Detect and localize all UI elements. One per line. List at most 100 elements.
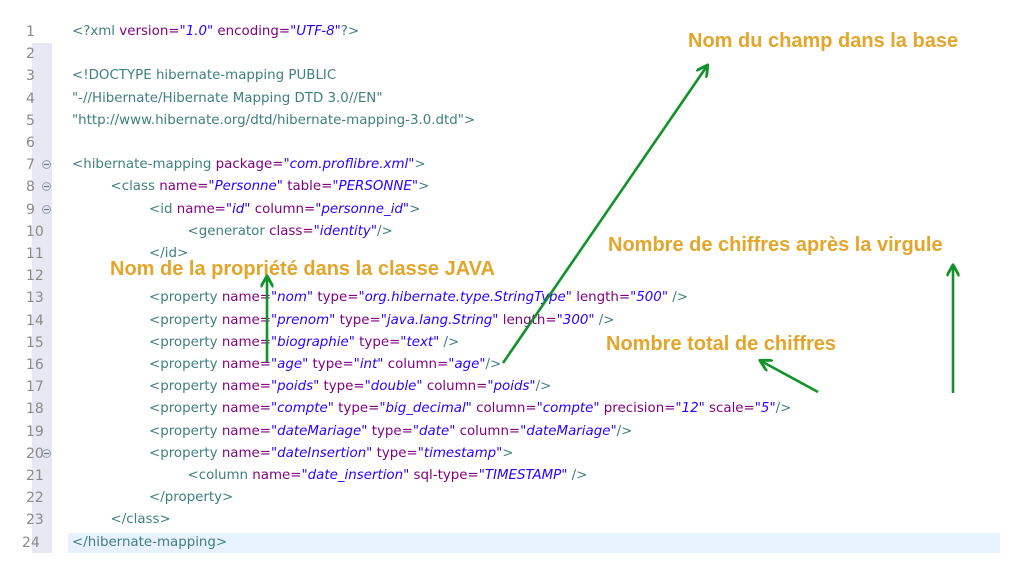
xml-tag: <property [149,401,222,417]
code-text: </property> [149,488,233,508]
code-line[interactable]: 4 "-//Hibernate/Hibernate Mapping DTD 3.0… [0,89,1000,109]
code-text: <hibernate-mapping package="com.proflibr… [72,155,426,175]
code-text: </id> [149,244,188,264]
attribute-name: name= [221,379,272,395]
attribute-value: "id" [225,201,251,217]
code-line[interactable]: 24 </hibernate-mapping> [22,532,1000,553]
code-line[interactable]: 6 [0,133,1000,153]
code-text: <property name="nom" type="org.hibernate… [149,288,688,308]
attribute-name: column= [471,401,537,417]
code-line[interactable]: 1<?xml version="1.0" encoding="UTF-8"?> [0,22,1000,42]
code-line[interactable]: 5"http://www.hibernate.org/dtd/hibernate… [0,111,1000,131]
code-line[interactable]: 11 </id> [0,244,1000,264]
attribute-name: type= [319,379,365,395]
line-number: 4 [26,90,35,107]
line-number: 19 [26,423,44,440]
code-text: <property name="poids" type="double" col… [149,377,551,397]
attribute-value: "5" [754,401,776,417]
attribute-name: name= [159,179,209,195]
line-number: 20 [26,445,44,462]
line-number: 8 [26,179,35,196]
attribute-name: name= [221,445,272,461]
xml-tag: <generator [187,223,270,239]
attribute-value: "Personne" [208,179,283,195]
code-line[interactable]: 21 <column name="date_insertion" sql-type… [0,466,1000,486]
xml-tag: <hibernate-mapping [72,157,216,173]
attribute-value: "300" [556,312,595,328]
line-number: 16 [26,357,44,373]
code-line[interactable]: 12 [0,266,1000,286]
code-line[interactable]: 22</property> [0,488,1000,508]
attribute-value: "poids" [271,379,320,395]
fold-collapse-icon[interactable] [42,204,51,214]
attribute-name: name= [176,201,226,217]
line-number: 24 [22,534,40,551]
line-number: 11 [26,246,44,262]
code-line[interactable]: 8 <class name="Personne" table="PERSONNE"… [0,177,1000,197]
code-line[interactable]: 20 <property name="dateInsertion" type="t… [0,444,1000,464]
attribute-name: name= [252,468,302,483]
attribute-value: "dateMariage" [271,423,368,439]
code-line[interactable]: 10<generator class="identity"/> [0,222,1000,242]
code-line[interactable]: 7<hibernate-mapping package="com.proflib… [0,155,1000,175]
xml-tag: /> [775,401,792,417]
xml-tag: /> [616,423,633,439]
code-line[interactable]: 2 [0,44,1000,64]
fold-collapse-icon[interactable] [42,160,51,170]
attribute-value: "date" [412,423,456,439]
code-text: <property name="dateInsertion" type="tim… [149,444,514,464]
xml-tag: > [414,157,426,173]
attribute-name: length= [571,290,631,306]
code-line[interactable]: 9<id name="id" column="personne_id"> [0,200,1000,220]
code-text: <property name="biographie" type="text" … [149,333,459,353]
code-line[interactable]: 15<property name="biographie" type="text… [0,333,1000,353]
xml-tag: </class> [110,512,171,528]
code-line[interactable]: 14<property name="prenom" type="java.lan… [0,311,1000,331]
code-text: <class name="Personne" table="PERSONNE"> [111,177,430,197]
attribute-value: "org.hibernate.type.StringType" [358,290,572,306]
annotation-db-field-name: Nom du champ dans la base [688,30,959,52]
attribute-value: "int" [353,357,384,372]
xml-tag: </hibernate-mapping> [72,534,228,550]
code-line[interactable]: 13<property name="nom" type="org.hiberna… [0,288,1000,308]
attribute-name: type= [308,357,354,372]
xml-tag: <property [149,445,222,461]
xml-tag: <property [149,312,222,328]
attribute-value: "1.0" [179,24,214,39]
fold-collapse-icon[interactable] [42,448,51,458]
attribute-name: sql-type= [409,468,479,483]
xml-tag: /> [594,312,615,328]
code-line[interactable]: 23</class> [0,510,1000,530]
xml-tag: /> [485,357,502,372]
code-text: "-//Hibernate/Hibernate Mapping DTD 3.0/… [72,89,382,109]
xml-tag: > [418,179,430,195]
line-number: 3 [26,68,35,85]
attribute-value: "dateMariage" [520,423,617,439]
xml-tag: <property [149,357,222,372]
attribute-name: table= [282,179,333,195]
xml-tag: <column [187,468,253,483]
xml-tag: <id [149,201,177,217]
line-number: 21 [26,468,44,484]
code-text: <column name="date_insertion" sql-type="… [188,466,588,486]
code-line[interactable]: 18<property name="compte" type="big_deci… [0,399,1000,419]
xml-tag: /> [567,468,588,483]
attribute-name: precision= [599,401,676,417]
code-line[interactable]: 17<property name="poids" type="double" c… [0,377,1000,397]
xml-tag: /> [668,290,688,306]
code-text: "http://www.hibernate.org/dtd/hibernate-… [72,111,475,131]
attribute-name: name= [221,401,272,417]
attribute-value: "biographie" [271,334,355,350]
xml-tag: ?> [340,24,360,39]
code-line[interactable]: 19<property name="dateMariage" type="dat… [0,422,1000,442]
code-line[interactable]: 3<!DOCTYPE hibernate-mapping PUBLIC [0,66,1000,86]
code-text: <id name="id" column="personne_id"> [149,200,420,220]
code-line[interactable]: 16<property name="age" type="int" column… [0,355,1000,375]
xml-tag: <class [110,179,160,195]
fold-collapse-icon[interactable] [42,182,51,192]
attribute-value: "500" [630,290,668,306]
attribute-name: name= [221,334,272,350]
attribute-name: column= [383,357,449,372]
attribute-name: type= [335,312,381,328]
